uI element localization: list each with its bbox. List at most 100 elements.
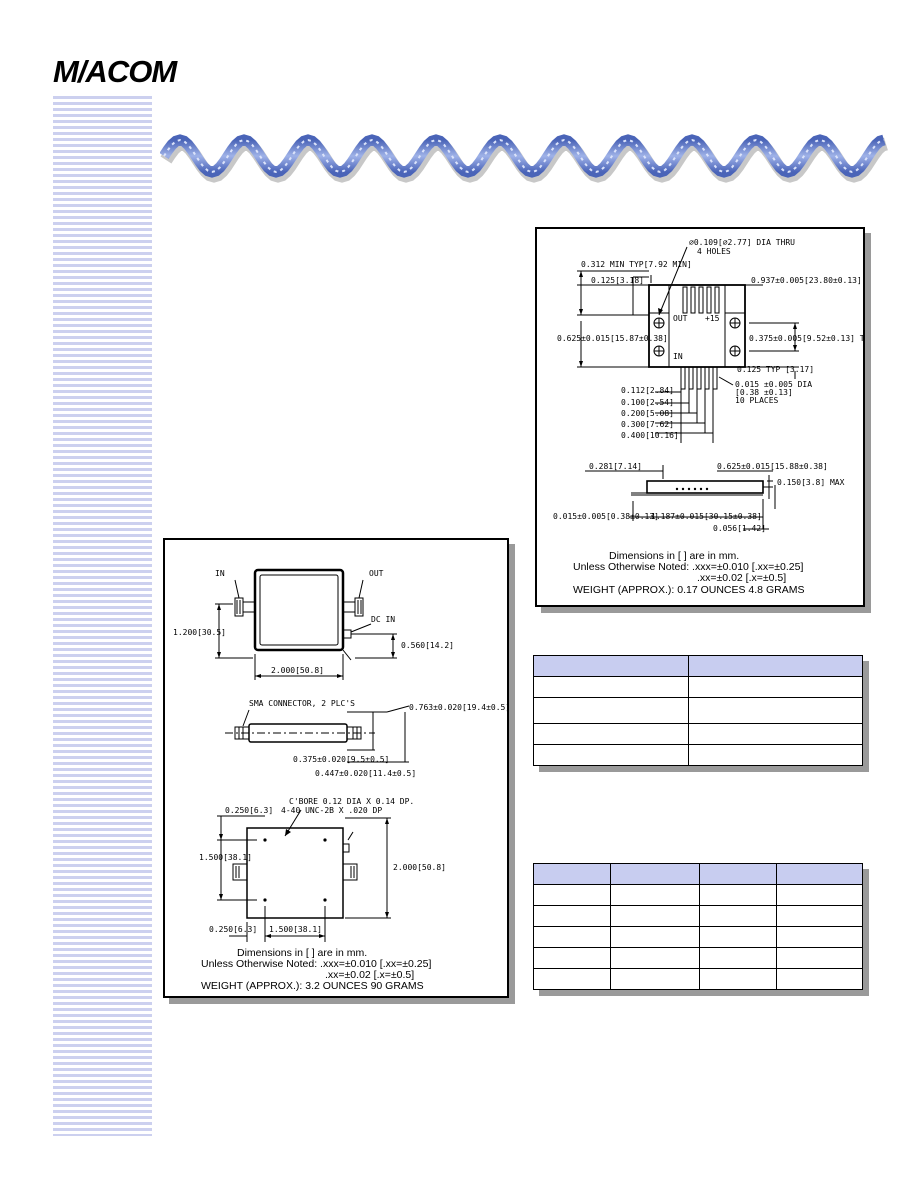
note-tolerance-2: .xx=±0.02 [.x=±0.5] xyxy=(325,969,414,981)
table-cell xyxy=(533,697,689,724)
dim-side-281: 0.281[7.14] xyxy=(589,462,642,471)
dim-height: 1.200[30.5] xyxy=(173,628,226,637)
pin-label-out: OUT xyxy=(673,314,688,323)
dim-height: 0.625±0.015[15.87±0.38] xyxy=(557,334,668,343)
note-dimensions: Dimensions in [ ] are in mm. xyxy=(237,947,367,959)
note-cbore-2: 4-40 UNC-2B X .020 DP xyxy=(281,806,382,815)
table-cell xyxy=(533,905,611,927)
table-cell xyxy=(610,947,700,969)
table-header-cell xyxy=(533,863,611,885)
table-row xyxy=(533,926,863,948)
dim-width: 2.000[50.8] xyxy=(271,666,324,675)
note-tolerance-1: Unless Otherwise Noted: .xxx=±0.010 [.xx… xyxy=(573,561,803,573)
table-cell xyxy=(610,926,700,948)
note-sma-connector: SMA CONNECTOR, 2 PLC'S xyxy=(249,699,355,708)
pin-label-plus15: +15 xyxy=(705,314,720,323)
table-cell xyxy=(776,947,863,969)
dim-side-conn: 0.375±0.020[9.5±0.5] xyxy=(293,755,389,764)
dim-bottom-corner: 0.250[6.3] xyxy=(209,925,257,934)
table-cell xyxy=(533,723,689,745)
dim-pin-112: 0.112[2.84] xyxy=(621,386,674,395)
pin-label-in: IN xyxy=(673,352,683,361)
table-cell xyxy=(610,884,700,906)
dim-hole-spacing: 0.375±0.005[9.52±0.13] TYP xyxy=(749,334,863,343)
dim-min-typ: 0.312 MIN TYP[7.92 MIN] xyxy=(581,260,692,269)
flatpack-outline-drawing: ⌀0.109[⌀2.77] DIA THRU 4 HOLES 0.312 MIN… xyxy=(535,227,865,607)
table-row xyxy=(533,968,863,990)
table-header-cell xyxy=(776,863,863,885)
table-header-cell xyxy=(688,655,863,677)
table-header-row xyxy=(533,863,863,885)
wave-banner-decoration xyxy=(160,134,888,183)
dim-side-056: 0.056[1.42] xyxy=(713,524,766,533)
table-cell xyxy=(610,968,700,990)
table-cell xyxy=(699,926,777,948)
dim-bottom-hole-v: 1.500[38.1] xyxy=(199,853,252,862)
table-header-cell xyxy=(533,655,689,677)
table-row xyxy=(533,676,863,698)
table-cell xyxy=(699,947,777,969)
dim-side-height: 0.763±0.020[19.4±0.5] xyxy=(409,703,507,712)
note-dimensions: Dimensions in [ ] are in mm. xyxy=(609,550,739,562)
table-cell xyxy=(776,905,863,927)
table-cell xyxy=(688,744,863,766)
dim-typ: 0.125 TYP [3.17] xyxy=(737,365,814,374)
dim-side-015: 0.015±0.005[0.38±0.13] xyxy=(553,512,659,521)
dim-side-150: 0.150[3.8] MAX xyxy=(777,478,845,487)
table-cell xyxy=(699,968,777,990)
table-header-cell xyxy=(610,863,700,885)
table-header-cell xyxy=(699,863,777,885)
table-cell xyxy=(699,905,777,927)
table-cell xyxy=(776,968,863,990)
note-pin-dia-2: [0.38 ±0.13] xyxy=(735,388,793,397)
dim-side-1187: 1.187±0.015[30.15±0.38] xyxy=(651,512,762,521)
dim-bottom-hole-h: 1.500[38.1] xyxy=(269,925,322,934)
macom-logo: M/ACOM xyxy=(53,54,177,89)
table-cell xyxy=(533,947,611,969)
note-cbore-1: C'BORE 0.12 DIA X 0.14 DP. xyxy=(289,797,414,806)
table-cell xyxy=(533,676,689,698)
dim-side-625: 0.625±0.015[15.88±0.38] xyxy=(717,462,828,471)
table-cell xyxy=(610,905,700,927)
table-cell xyxy=(688,676,863,698)
table-row xyxy=(533,884,863,906)
note-tolerance-1: Unless Otherwise Noted: .xxx=±0.010 [.xx… xyxy=(201,958,431,970)
table-cell xyxy=(533,884,611,906)
table-cell xyxy=(533,926,611,948)
table-cell xyxy=(533,968,611,990)
note-hole-count: 4 HOLES xyxy=(697,247,731,256)
note-weight: WEIGHT (APPROX.): 0.17 OUNCES 4.8 GRAMS xyxy=(573,584,804,596)
connectorized-outline-drawing: IN OUT DC IN 1.200[30.5] 0.560[14.2] 2.0… xyxy=(163,538,509,998)
dim-width: 0.937±0.005[23.80±0.13] xyxy=(751,276,862,285)
table-cell xyxy=(699,884,777,906)
dim-bottom-edge: 0.250[6.3] xyxy=(225,806,273,815)
label-out: OUT xyxy=(369,569,384,578)
table-header-row xyxy=(533,655,863,677)
table-row xyxy=(533,947,863,969)
table-row xyxy=(533,697,863,724)
table-cell xyxy=(776,884,863,906)
side-stripe-decoration xyxy=(53,96,152,1136)
table-cell xyxy=(688,697,863,724)
table-cell xyxy=(533,744,689,766)
dim-pin-200: 0.200[5.08] xyxy=(621,409,674,418)
note-pin-dia-1: 0.015 ±0.005 DIA xyxy=(735,380,812,389)
dim-side-total: 0.447±0.020[11.4±0.5] xyxy=(315,769,416,778)
label-in: IN xyxy=(215,569,225,578)
dim-edge: 0.125[3.18] xyxy=(591,276,644,285)
table-row xyxy=(533,744,863,766)
dim-bottom-total: 2.000[50.8] xyxy=(393,863,446,872)
table-four-column xyxy=(533,863,863,990)
dim-dcin-offset: 0.560[14.2] xyxy=(401,641,454,650)
table-two-column xyxy=(533,655,863,766)
dim-pin-300: 0.300[7.62] xyxy=(621,420,674,429)
label-dc-in: DC IN xyxy=(371,615,395,624)
dim-pin-400: 0.400[10.16] xyxy=(621,431,679,440)
note-pin-dia-3: 10 PLACES xyxy=(735,396,779,405)
note-weight: WEIGHT (APPROX.): 3.2 OUNCES 90 GRAMS xyxy=(201,980,424,992)
dim-pin-100: 0.100[2.54] xyxy=(621,398,674,407)
note-hole-dia: ⌀0.109[⌀2.77] DIA THRU xyxy=(689,238,795,247)
table-row xyxy=(533,905,863,927)
table-cell xyxy=(776,926,863,948)
note-tolerance-2: .xx=±0.02 [.x=±0.5] xyxy=(697,572,786,584)
